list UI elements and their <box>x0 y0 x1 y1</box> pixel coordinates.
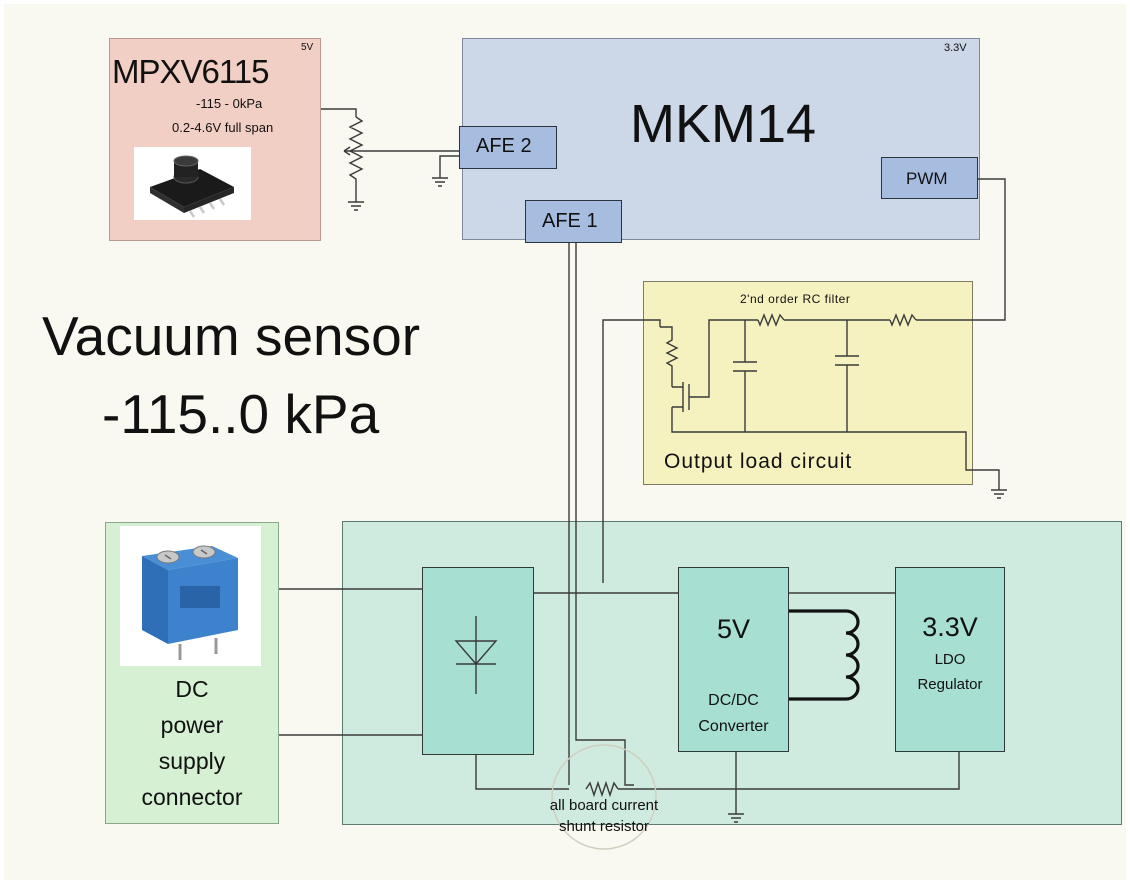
ldo-label-2: Regulator <box>917 676 983 693</box>
afe1-pin <box>525 200 622 243</box>
dcdc-voltage-label: 5V <box>716 614 751 644</box>
rc-resistor-1 <box>757 313 785 327</box>
mcu-name-label: MKM14 <box>630 94 817 154</box>
cap-2-plates <box>835 355 859 366</box>
dcdc-gnd-symbol <box>728 813 744 823</box>
shunt-label-2: shunt resistor <box>558 818 650 835</box>
load-supply-wire <box>602 319 661 583</box>
wiper-arrow <box>343 146 351 156</box>
mosfet-source-wire <box>671 407 1000 490</box>
diode-symbol <box>454 616 498 694</box>
afe2-gnd-symbol <box>432 177 448 187</box>
ldo-label-1: LDO <box>934 651 966 668</box>
cap-1-plates <box>733 361 757 372</box>
afe1-label: AFE 1 <box>542 210 598 232</box>
connector-label-2: power <box>160 712 224 738</box>
load-circuit-block <box>643 281 973 485</box>
load-circuit-label: Output load circuit <box>664 450 853 473</box>
afe2-pin <box>459 126 557 169</box>
mcu-supply-label: 3.3V <box>944 42 967 54</box>
sensor-potentiometer-symbol <box>348 116 364 202</box>
pwm-pin <box>881 157 978 199</box>
connector-label-4: connector <box>141 784 243 810</box>
shunt-resistor-symbol <box>585 780 619 798</box>
pwm-wire <box>916 178 1006 321</box>
rc-resistor-2 <box>889 313 917 327</box>
sensor-part-label: MPXV6115 <box>112 53 269 90</box>
title-line-2: -115..0 kPa <box>102 383 380 445</box>
inductor-symbol <box>789 609 860 701</box>
title-line-1: Vacuum sensor <box>42 305 421 367</box>
afe2-label: AFE 2 <box>476 135 532 157</box>
load-gnd-symbol <box>991 489 1007 499</box>
pwm-label: PWM <box>906 169 948 188</box>
terminal-block-image <box>120 526 261 666</box>
ldo-regulator-block <box>895 567 1005 752</box>
sensor-gnd-symbol <box>348 201 364 211</box>
mosfet-drain-source <box>672 386 683 408</box>
shunt-label-1: all board current <box>549 797 659 814</box>
sensor-range-label: -115 - 0kPa <box>196 96 263 111</box>
rc-to-gate-wire <box>689 319 758 398</box>
shunt-highlight-circle <box>551 744 657 850</box>
load-resistor-symbol <box>660 326 679 387</box>
shunt-to-ldo-wire <box>618 752 960 790</box>
sensor-span-label: 0.2-4.6V full span <box>172 120 274 135</box>
sensor-pot-wire <box>321 108 357 117</box>
dcdc-converter-block <box>678 567 789 752</box>
connector-label-3: supply <box>158 748 226 774</box>
afe1-wire-b <box>575 243 634 786</box>
dcdc-label-1: DC/DC <box>708 692 759 709</box>
afe2-gnd-wire <box>439 155 459 178</box>
sensor-supply-label: 5V <box>301 42 314 53</box>
connector-label-1: DC <box>175 676 209 702</box>
dcdc-label-2: Converter <box>698 718 769 735</box>
schematic-wires <box>279 108 1007 850</box>
rc-filter-label: 2'nd order RC filter <box>740 292 851 306</box>
ldo-voltage-label: 3.3V <box>922 612 978 642</box>
sensor-chip-image <box>134 147 251 220</box>
diagram-canvas: MPXV6115 5V -115 - 0kPa 0.2-4.6V full sp… <box>4 4 1126 880</box>
rectifier-return-wire <box>475 755 569 790</box>
